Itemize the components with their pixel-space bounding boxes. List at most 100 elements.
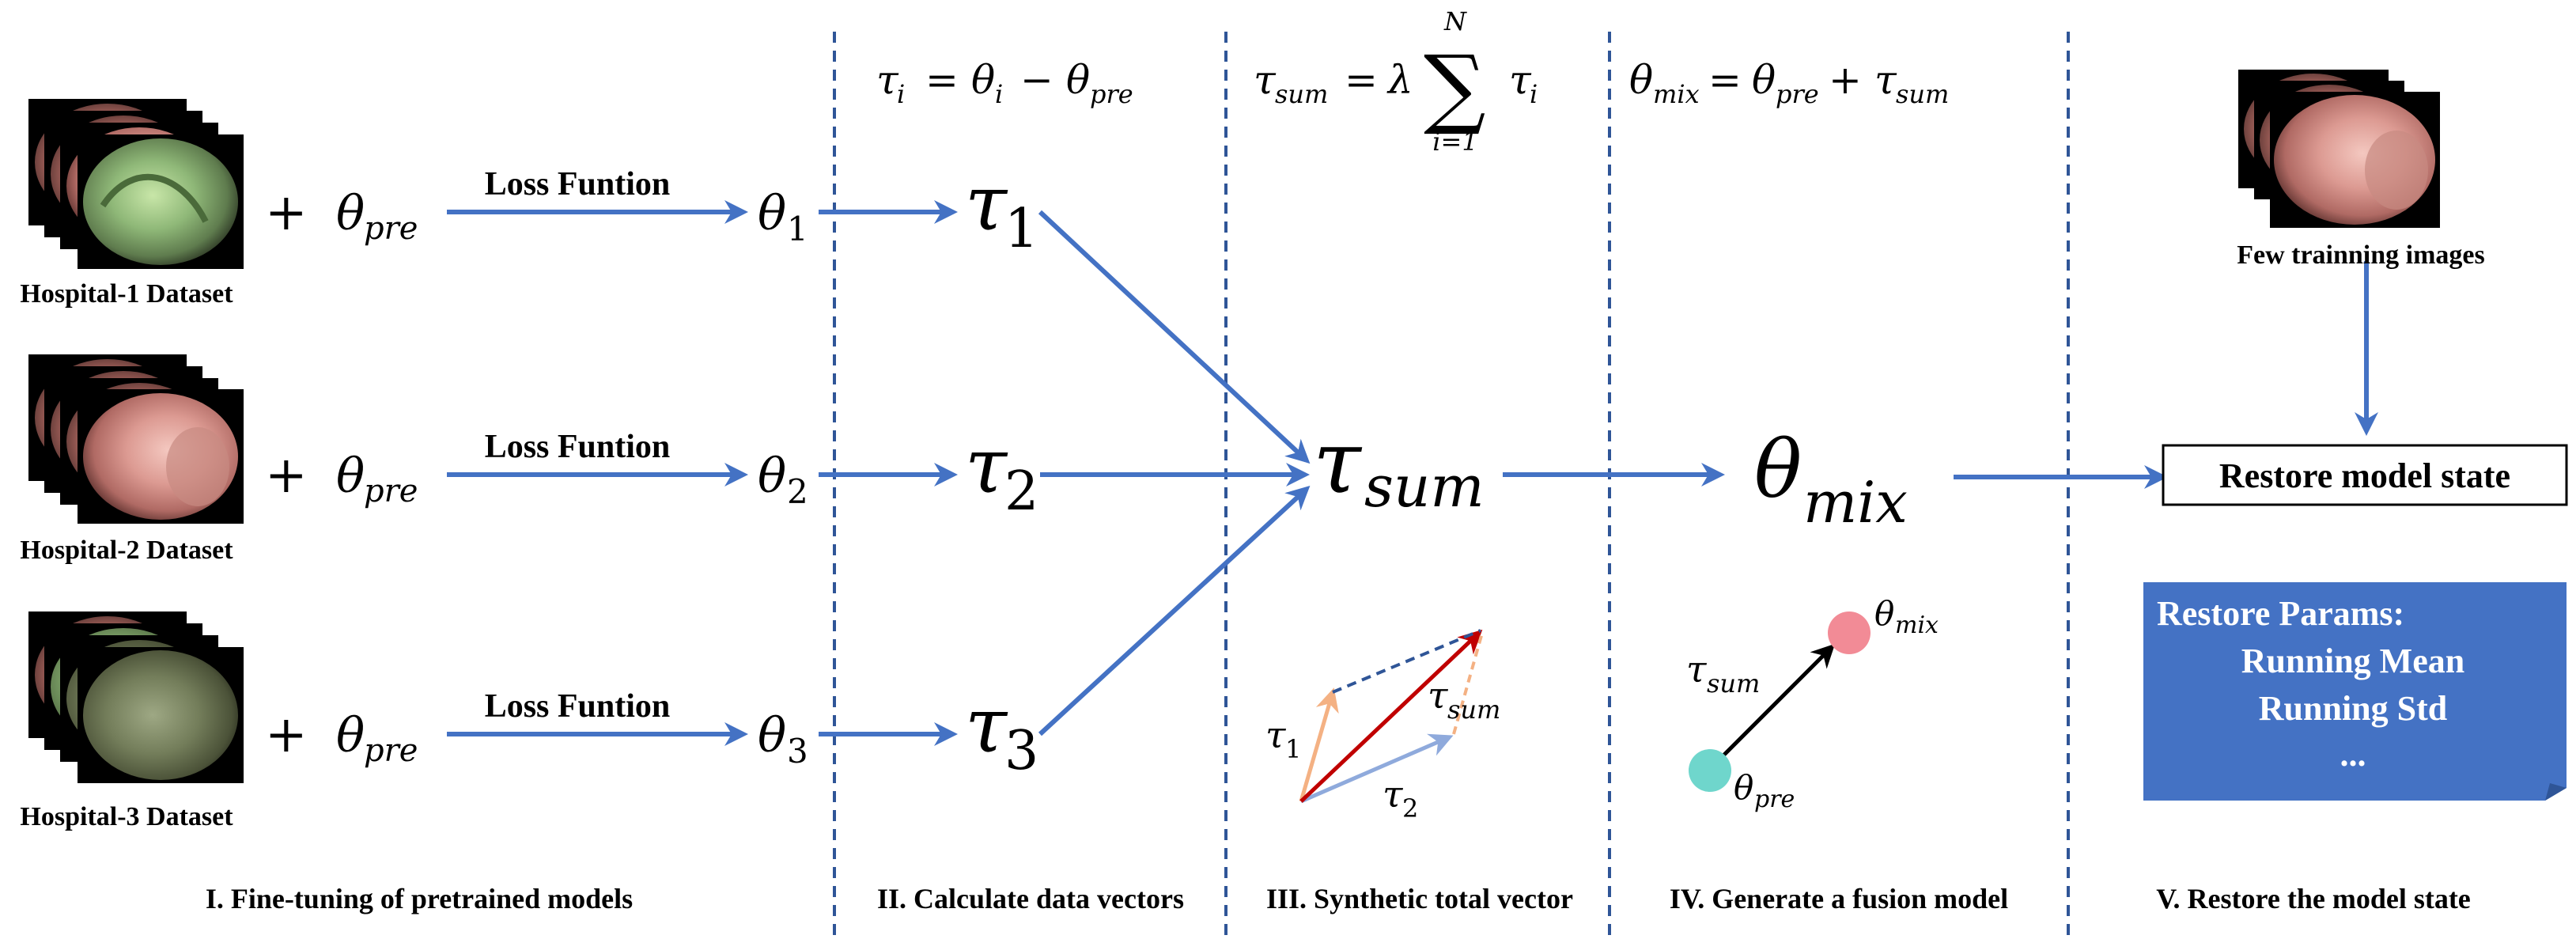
merge-arrows bbox=[1038, 210, 2378, 736]
theta-pre-subscript: pre bbox=[364, 733, 418, 769]
svg-text:mix: mix bbox=[1653, 79, 1700, 109]
svg-text:=: = bbox=[925, 57, 959, 103]
svg-text:τ: τ bbox=[1686, 648, 1708, 691]
theta-pre-subscript: pre bbox=[364, 210, 418, 247]
svg-text:τ: τ bbox=[1265, 714, 1287, 756]
dataset-image-stacks bbox=[28, 70, 2440, 783]
theta-finetuned: θ bbox=[758, 186, 786, 241]
svg-text:+: + bbox=[1829, 57, 1862, 103]
tau-symbol: τ bbox=[965, 422, 1008, 510]
svg-text:θ: θ bbox=[1734, 768, 1753, 807]
svg-text:sum: sum bbox=[1364, 453, 1485, 520]
loss-function-label: Loss Funtion bbox=[485, 688, 671, 725]
plus-sign: + bbox=[265, 184, 308, 242]
theta-finetuned-subscript: 3 bbox=[787, 732, 808, 771]
svg-text:τ: τ bbox=[1313, 411, 1363, 513]
hospital-3-image-stack bbox=[28, 611, 244, 783]
svg-text:...: ... bbox=[2340, 735, 2366, 774]
section-2-caption: II. Calculate data vectors bbox=[877, 883, 1184, 914]
svg-text:τ: τ bbox=[1509, 57, 1532, 103]
loss-function-label: Loss Funtion bbox=[485, 429, 671, 465]
tau-subscript: 2 bbox=[1004, 460, 1038, 523]
svg-text:θ: θ bbox=[971, 57, 995, 103]
svg-text:i=1: i=1 bbox=[1432, 127, 1477, 157]
svg-text:i: i bbox=[995, 79, 1003, 109]
tau-sum-symbol: τ sum bbox=[1313, 411, 1485, 520]
svg-text:=: = bbox=[1345, 57, 1378, 103]
svg-text:pre: pre bbox=[1754, 786, 1795, 813]
svg-text:Restore Params:: Restore Params: bbox=[2157, 594, 2404, 633]
svg-text:=: = bbox=[1708, 57, 1742, 103]
theta-pre-dot bbox=[1689, 749, 1731, 792]
theta-mix-symbol: θ mix bbox=[1754, 423, 1908, 536]
tau-symbol: τ bbox=[965, 681, 1008, 770]
theta-pre-subscript: pre bbox=[364, 473, 418, 509]
svg-text:Running Std: Running Std bbox=[2259, 689, 2447, 728]
svg-text:sum: sum bbox=[1707, 668, 1760, 699]
formula-tau-i: τ i = θ i − θ pre bbox=[876, 57, 1133, 109]
loss-function-label: Loss Funtion bbox=[485, 166, 671, 203]
theta-finetuned-subscript: 2 bbox=[787, 472, 808, 511]
svg-text:∑: ∑ bbox=[1424, 36, 1486, 138]
svg-text:N: N bbox=[1443, 6, 1467, 36]
svg-text:τ: τ bbox=[1254, 57, 1277, 103]
section-4-caption: IV. Generate a fusion model bbox=[1670, 883, 2008, 914]
dataset-label: Hospital-1 Dataset bbox=[20, 279, 233, 309]
tau-subscript: 3 bbox=[1004, 720, 1038, 782]
formula-theta-mix: θ mix = θ pre + τ sum bbox=[1629, 57, 1949, 109]
svg-text:Running Mean: Running Mean bbox=[2241, 642, 2464, 680]
few-images-stack bbox=[2238, 70, 2440, 228]
theta-mix-dot bbox=[1828, 611, 1871, 654]
theta-finetuned: θ bbox=[758, 708, 786, 763]
svg-text:i: i bbox=[1530, 79, 1538, 109]
tau-symbol: τ bbox=[965, 159, 1008, 248]
vector-addition-diagram: τ 1 τ 2 τ sum bbox=[1265, 629, 1500, 824]
svg-text:sum: sum bbox=[1896, 79, 1949, 109]
svg-text:λ: λ bbox=[1386, 57, 1413, 103]
formula-tau-sum: τ sum = λ ∑ N i=1 τ i bbox=[1254, 6, 1538, 157]
hospital-1-image-stack bbox=[28, 99, 244, 269]
svg-text:pre: pre bbox=[1090, 79, 1133, 109]
svg-text:−: − bbox=[1020, 57, 1053, 103]
restore-model-state-box bbox=[2162, 444, 2568, 506]
theta-pre: θ bbox=[336, 449, 365, 504]
section-1-caption: I. Fine-tuning of pretrained models bbox=[206, 883, 633, 914]
theta-finetuned: θ bbox=[758, 449, 786, 504]
svg-text:sum: sum bbox=[1447, 695, 1500, 725]
fusion-diagram: τ sum θ mix θ pre bbox=[1686, 594, 1939, 813]
svg-text:τ: τ bbox=[1874, 57, 1897, 103]
dataset-label: Hospital-2 Dataset bbox=[20, 536, 233, 565]
svg-text:mix: mix bbox=[1895, 611, 1939, 639]
section-5-caption: V. Restore the model state bbox=[2156, 883, 2471, 914]
theta-pre: θ bbox=[336, 186, 365, 241]
theta-pre: θ bbox=[336, 708, 365, 763]
svg-text:1: 1 bbox=[1285, 734, 1301, 764]
svg-text:θ: θ bbox=[1066, 57, 1090, 103]
svg-text:mix: mix bbox=[1803, 469, 1908, 536]
plus-sign: + bbox=[265, 706, 308, 764]
restore-params-note: Restore Params: Running Mean Running Std… bbox=[2143, 582, 2567, 801]
restore-model-state-label: Restore model state bbox=[2219, 456, 2510, 495]
svg-text:τ: τ bbox=[1383, 773, 1404, 816]
svg-text:2: 2 bbox=[1402, 793, 1418, 824]
plus-sign: + bbox=[265, 446, 308, 505]
svg-text:θ: θ bbox=[1754, 423, 1802, 516]
svg-text:θ: θ bbox=[1752, 57, 1776, 103]
theta-finetuned-subscript: 1 bbox=[787, 210, 808, 248]
svg-text:θ: θ bbox=[1629, 57, 1653, 103]
dataset-label: Hospital-3 Dataset bbox=[20, 802, 233, 831]
svg-text:τ: τ bbox=[1428, 674, 1449, 717]
svg-text:pre: pre bbox=[1776, 79, 1819, 109]
svg-text:τ: τ bbox=[876, 57, 899, 103]
tau-subscript: 1 bbox=[1004, 198, 1038, 260]
section-3-caption: III. Synthetic total vector bbox=[1266, 883, 1573, 914]
section-captions: I. Fine-tuning of pretrained models II. … bbox=[206, 883, 2471, 914]
hospital-2-image-stack bbox=[28, 354, 244, 524]
few-images-label: Few trainning images bbox=[2237, 240, 2485, 270]
svg-text:sum: sum bbox=[1275, 79, 1328, 109]
svg-text:i: i bbox=[897, 79, 905, 109]
